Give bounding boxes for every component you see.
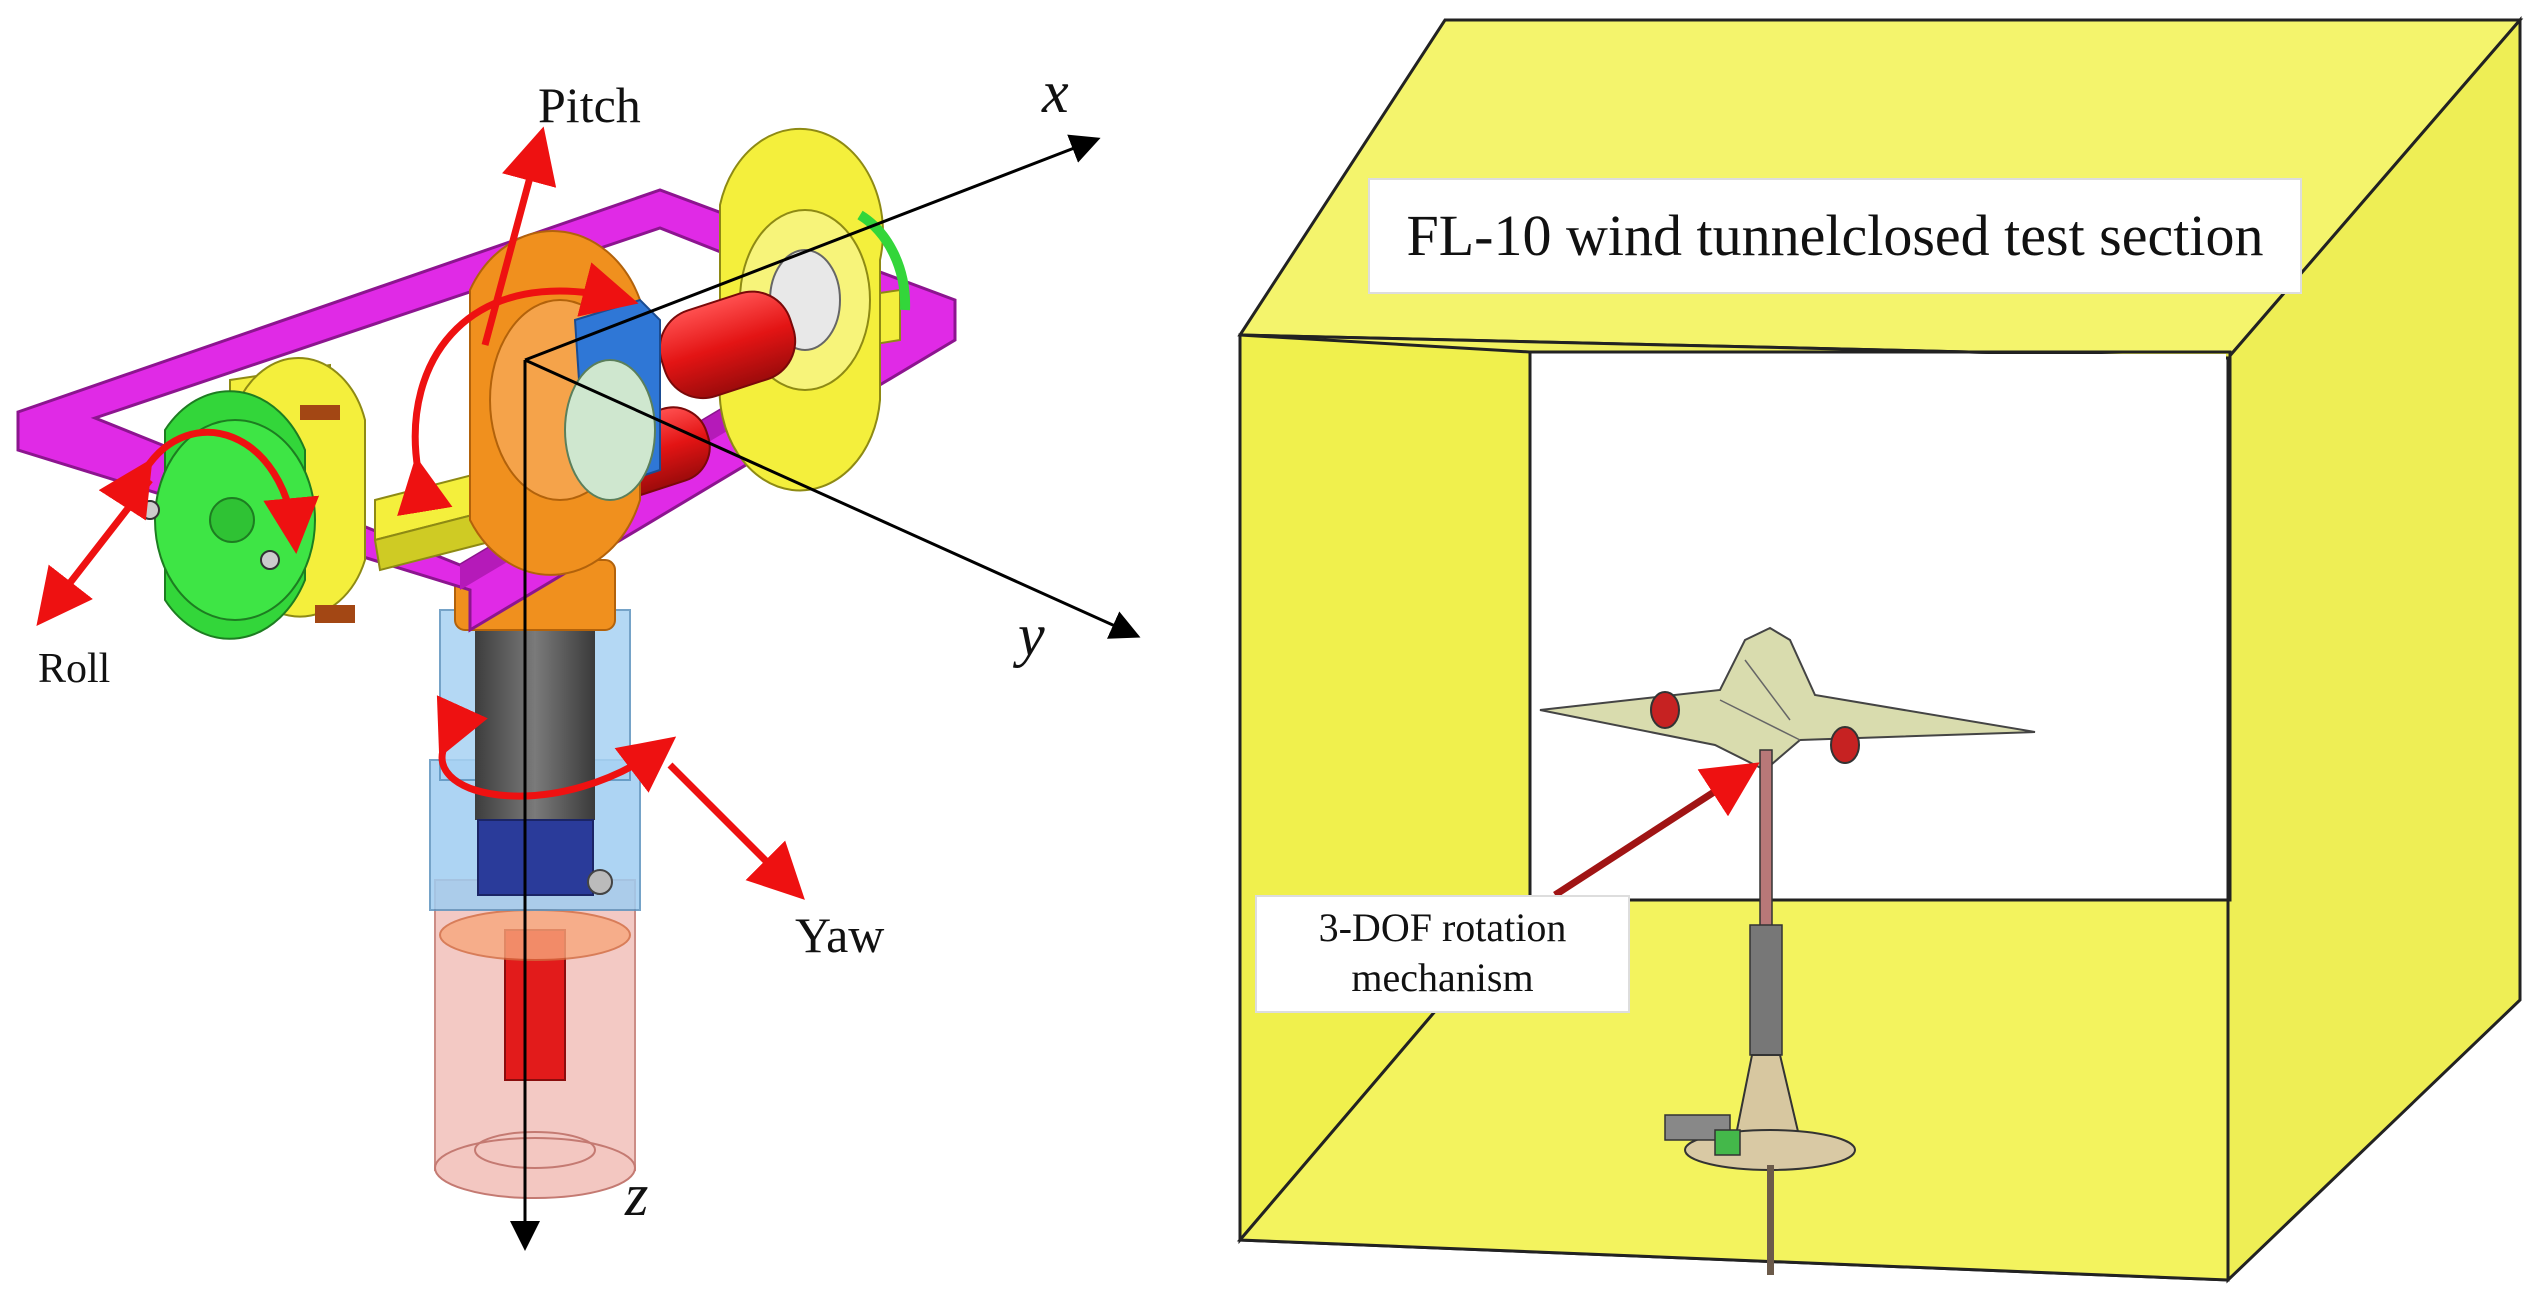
yaw-curve-icon [436,695,677,800]
mechanism-label-line2: mechanism [1351,955,1534,1000]
x-axis-icon [524,134,1101,362]
mechanism-label-box: 3-DOF rotation mechanism [1255,895,1630,1013]
rotation-arrows [36,126,805,900]
pitch-label: Pitch [538,77,641,133]
base-pink [434,879,636,1199]
coordinate-axes [510,134,1141,1251]
y-axis-label: y [1018,602,1045,668]
yaw-arrow-icon [667,762,805,900]
z-axis-label: z [625,1162,649,1228]
support-sting [1664,749,1856,1275]
aircraft-model [1539,626,2036,772]
roll-label: Roll [38,646,111,692]
y-axis-icon [524,358,1141,639]
mechanism-label-line1: 3-DOF rotation [1318,905,1567,950]
mechanism-pointer-icon [1553,762,1760,898]
roll-curve-icon [98,429,320,554]
roll-arrow-icon [36,477,153,627]
column-blue [429,609,641,911]
tunnel-title-box: FL-10 wind tunnelclosed test section [1368,178,2302,294]
yaw-label: Yaw [795,907,885,963]
pitch-curve-icon [397,262,639,516]
mechanism-drawing [16,126,1141,1251]
x-axis-label: x [1042,59,1069,125]
